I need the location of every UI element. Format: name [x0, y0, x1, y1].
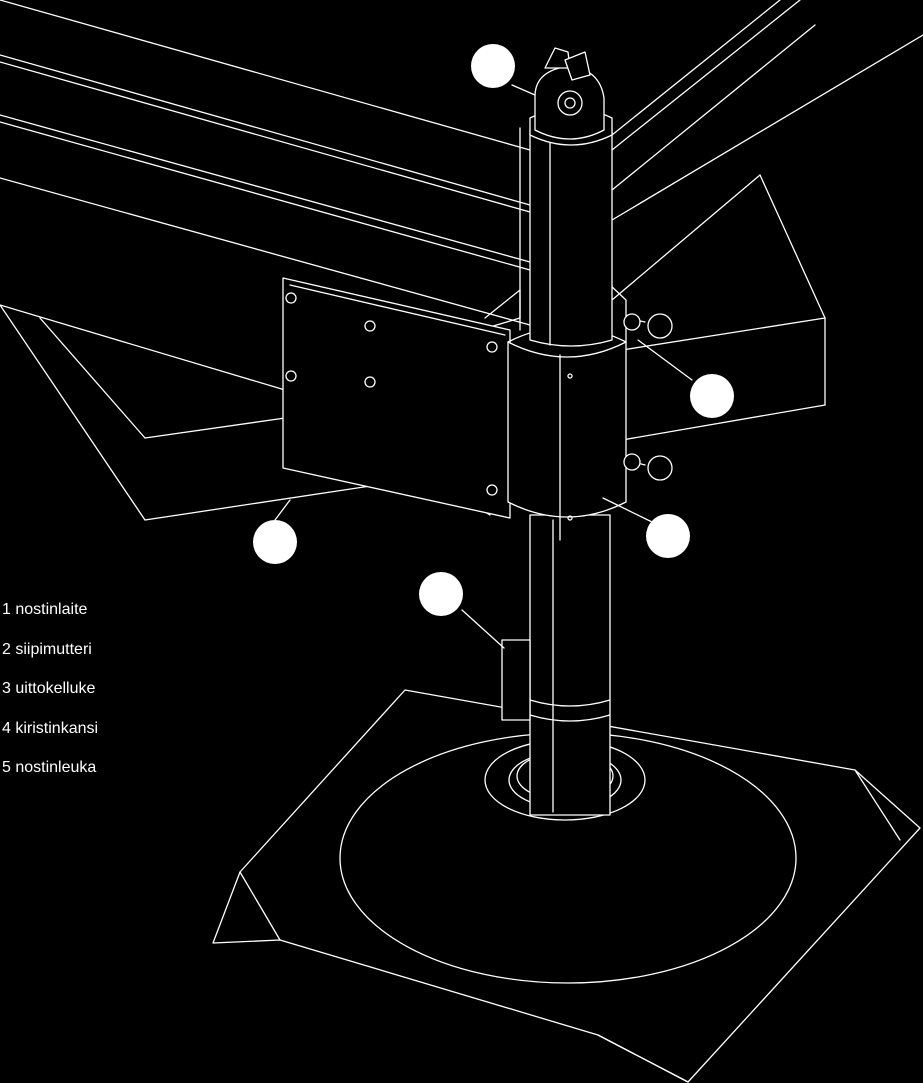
lower-pipe	[501, 514, 611, 816]
legend-item-3: 3 uittokelluke	[2, 680, 96, 697]
mounting-bracket	[282, 277, 521, 519]
parts-legend: 1 nostinlaite 2 siipimutteri 3 uittokell…	[2, 600, 98, 798]
legend-item-4: 4 kiristinkansi	[2, 719, 99, 737]
wing-nut-lower	[623, 453, 673, 481]
wing-nut-upper	[623, 313, 673, 339]
callout-circle-top	[471, 44, 515, 88]
callout-circle-right-lower	[646, 514, 690, 558]
callout-circle-left	[253, 520, 297, 564]
upper-tube	[529, 107, 613, 347]
leader-lines	[274, 84, 693, 649]
callout-circle-center	[419, 572, 463, 616]
frame-beams	[0, 0, 923, 521]
legend-item-2: 2 siipimutteri	[2, 640, 92, 658]
lifting-head	[534, 47, 605, 140]
legend-item-5: 5 nostinleuka	[2, 759, 97, 776]
callout-circle-right-upper	[690, 374, 734, 418]
legend-item-1: 1 nostinlaite	[2, 601, 88, 618]
